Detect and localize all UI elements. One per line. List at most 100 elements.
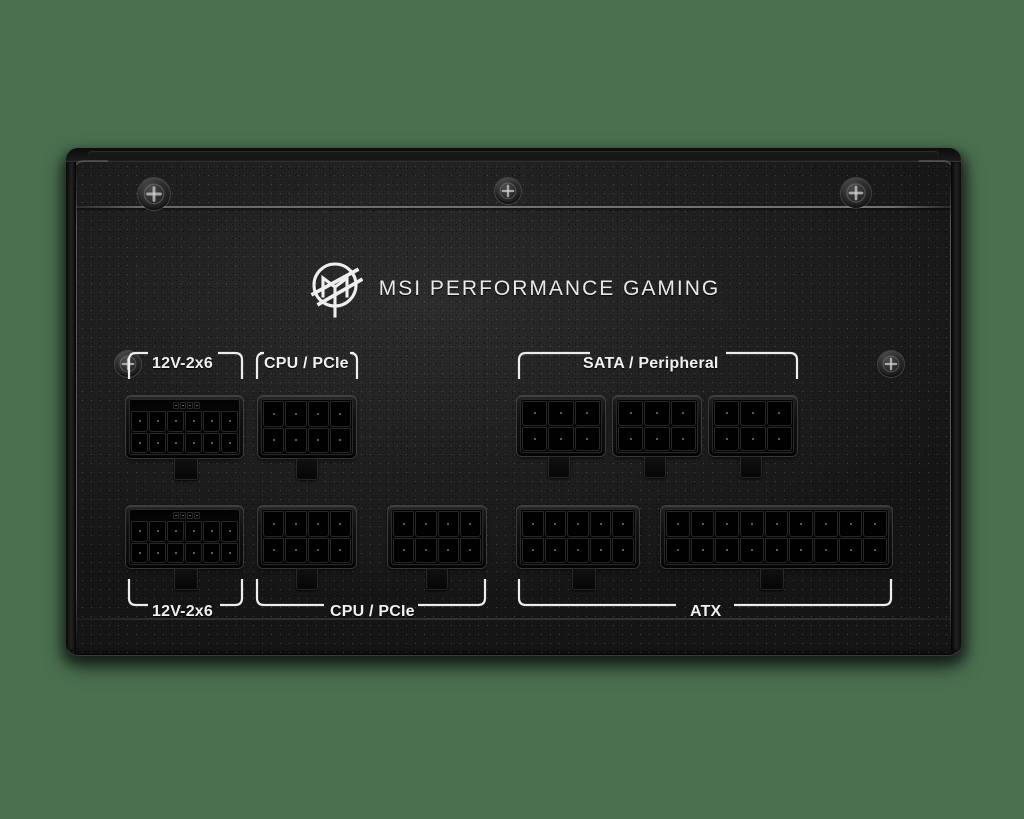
bracket-line-icon (517, 579, 893, 607)
sense-pin (187, 512, 194, 519)
connector-pin-housing (520, 509, 636, 565)
connector-pin (149, 542, 166, 563)
connector-pin (167, 411, 184, 432)
label-cpu-pcie-top: CPU / PCIe (264, 355, 349, 372)
connector-pin-row (263, 427, 351, 453)
connector-pin-row (714, 401, 792, 426)
connector-12v-2x6-bottom[interactable] (126, 506, 243, 568)
bracket-line-icon (127, 579, 244, 607)
connector-cpu-pcie-bottom-2[interactable] (388, 506, 486, 568)
label-cpu-pcie-bottom: CPU / PCIe (330, 603, 415, 620)
connector-pin (167, 542, 184, 563)
label-sata-peripheral-top: SATA / Peripheral (583, 355, 719, 372)
panel-side-strip-left (66, 162, 76, 650)
screw-top-right (841, 178, 871, 208)
connector-atx-right[interactable] (661, 506, 892, 568)
connector-pin (167, 521, 184, 542)
philips-head-icon (882, 355, 900, 373)
connector-pin-housing (261, 509, 353, 565)
connector-pin (459, 511, 481, 537)
connector-cpu-pcie-bottom-1[interactable] (258, 506, 356, 568)
connector-pin (437, 537, 459, 563)
connector-pin (131, 411, 148, 432)
connector-pin (263, 511, 285, 537)
connector-pin (766, 426, 792, 451)
philips-head-icon (499, 182, 517, 200)
connector-pin (612, 537, 634, 563)
connector-pin (149, 521, 166, 542)
connector-pin-row (666, 511, 888, 537)
panel-corner-notch-top-left (72, 160, 108, 196)
connector-sata-3[interactable] (709, 396, 797, 456)
brand-row: MSI PERFORMANCE GAMING (66, 258, 961, 320)
sense-pin (173, 402, 180, 409)
connector-pin (203, 521, 220, 542)
connector-pin (715, 511, 740, 537)
connector-pin (263, 427, 285, 453)
connector-latch-tab (426, 568, 448, 590)
panel-side-seam-right (950, 166, 951, 646)
connector-pin (149, 432, 166, 453)
connector-pin-housing (520, 399, 602, 453)
panel-seam-bottom (66, 618, 961, 620)
connector-12v-2x6-top[interactable] (126, 396, 243, 458)
bracket-cpu-pcie-bottom (255, 578, 487, 607)
connector-pin-housing (664, 509, 889, 565)
connector-pin (131, 542, 148, 563)
connector-pin (459, 537, 481, 563)
connector-pin (644, 426, 670, 451)
connector-sata-2[interactable] (613, 396, 701, 456)
panel-side-seam-left (76, 166, 77, 646)
connector-pin (548, 401, 574, 426)
connector-pin (715, 537, 740, 563)
connector-pin (149, 411, 166, 432)
connector-pin (814, 537, 838, 563)
connector-pin-row (393, 537, 481, 563)
brand-text: MSI PERFORMANCE GAMING (378, 277, 721, 300)
connector-pin-row (522, 401, 600, 426)
connector-pin (522, 511, 544, 537)
connector-latch-tab (548, 456, 570, 478)
connector-sense-pin-row (131, 401, 238, 410)
connector-pin (415, 511, 437, 537)
sense-pin (194, 512, 201, 519)
connector-pin (285, 537, 307, 563)
connector-pin (612, 511, 634, 537)
bracket-cpu-pcie-top (255, 351, 359, 380)
connector-pin (544, 511, 567, 537)
connector-pin (670, 426, 696, 451)
connector-cpu-pcie-top-1[interactable] (258, 396, 356, 458)
connector-pin (863, 511, 888, 537)
bracket-line-icon (255, 579, 487, 607)
connector-sata-1[interactable] (517, 396, 605, 456)
connector-pin (221, 432, 238, 453)
connector-pin (690, 537, 715, 563)
connector-pin (131, 521, 148, 542)
connector-pin (285, 511, 307, 537)
msi-dragon-shield-logo-icon (307, 258, 364, 320)
connector-pin (329, 427, 351, 453)
connector-pin-housing (616, 399, 698, 453)
connector-pin (263, 401, 285, 427)
panel-top-lip (66, 148, 961, 162)
screw-top-center (495, 178, 521, 204)
connector-pin (567, 511, 589, 537)
screw-top-left (138, 178, 170, 210)
connector-pin (544, 537, 567, 563)
connector-pin (329, 511, 351, 537)
connector-latch-tab (174, 568, 198, 590)
connector-pin (285, 427, 307, 453)
connector-pin (740, 401, 766, 426)
connector-latch-tab (296, 568, 318, 590)
connector-latch-tab (174, 458, 198, 480)
connector-pin (714, 426, 740, 451)
connector-pin (567, 537, 589, 563)
connector-pin-row (714, 426, 792, 451)
sense-pin (173, 512, 180, 519)
connector-pin (740, 511, 764, 537)
connector-pin (437, 511, 459, 537)
connector-pin (522, 401, 548, 426)
connector-atx-left[interactable] (517, 506, 639, 568)
connector-pin (589, 537, 612, 563)
connector-pin-row (263, 537, 351, 563)
